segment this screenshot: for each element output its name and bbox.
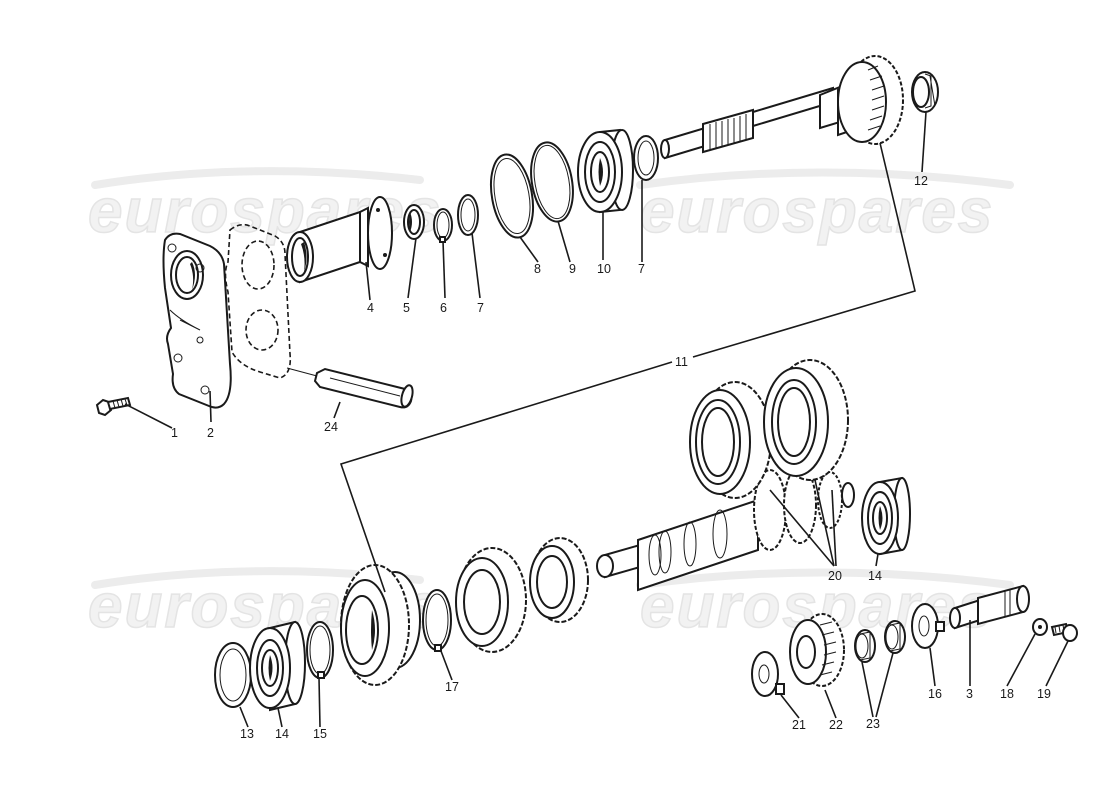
callout-18[interactable]: 18: [1000, 687, 1014, 701]
callout-20[interactable]: 20: [828, 569, 842, 583]
callout-12[interactable]: 12: [914, 174, 928, 188]
part-bearing-sleeve[interactable]: [286, 196, 393, 284]
callout-22[interactable]: 22: [829, 718, 843, 732]
callout-7b[interactable]: 7: [638, 262, 645, 276]
part-shim-washer-7b[interactable]: [633, 135, 659, 181]
svg-text:eurospares: eurospares: [88, 177, 442, 246]
part-shim-washer-7a[interactable]: [457, 194, 479, 236]
part-circlip-6[interactable]: [433, 208, 453, 243]
callout-3[interactable]: 3: [966, 687, 973, 701]
part-idler-shaft-3[interactable]: [949, 584, 1030, 630]
part-input-shaft[interactable]: [660, 55, 904, 160]
callout-7a[interactable]: 7: [477, 301, 484, 315]
part-shim-13[interactable]: [214, 642, 252, 708]
part-bolt[interactable]: [95, 396, 132, 417]
watermark-top-left: eurospares: [87, 167, 442, 247]
callout-8[interactable]: 8: [534, 262, 541, 276]
callout-labels: 1 2 24 4 5 6 7 8 9 10 7 12 11 20 14 13 1…: [171, 174, 1051, 741]
callout-15[interactable]: 15: [313, 727, 327, 741]
part-ball-bearing-10[interactable]: [577, 128, 634, 214]
part-washer-18[interactable]: [1032, 618, 1048, 636]
svg-text:eurospares: eurospares: [640, 177, 994, 246]
part-cover-plate[interactable]: [162, 232, 232, 409]
callout-9[interactable]: 9: [569, 262, 576, 276]
callout-2[interactable]: 2: [207, 426, 214, 440]
part-ball-bearing-14a[interactable]: [861, 476, 911, 556]
part-needle-bearings-23[interactable]: [854, 620, 906, 663]
callout-1[interactable]: 1: [171, 426, 178, 440]
part-screw-19[interactable]: [1050, 622, 1078, 642]
callout-23[interactable]: 23: [866, 717, 880, 731]
part-layshaft-cluster[interactable]: [596, 359, 855, 592]
watermark-top-right: eurospares: [636, 168, 1014, 247]
part-ball-bearing-14b[interactable]: [249, 620, 306, 712]
part-circlip-15[interactable]: [306, 621, 334, 679]
callout-16[interactable]: 16: [928, 687, 942, 701]
part-tab-washer-21[interactable]: [751, 651, 785, 697]
callout-4[interactable]: 4: [367, 301, 374, 315]
part-gear-bottom-left[interactable]: [340, 564, 421, 686]
part-circlip-17[interactable]: [422, 589, 452, 652]
part-thrust-washer-16[interactable]: [911, 603, 945, 649]
callout-5[interactable]: 5: [403, 301, 410, 315]
callout-19[interactable]: 19: [1037, 687, 1051, 701]
callout-21[interactable]: 21: [792, 718, 806, 732]
callout-14b[interactable]: 14: [275, 727, 289, 741]
callout-10[interactable]: 10: [597, 262, 611, 276]
callout-6[interactable]: 6: [440, 301, 447, 315]
part-gear-mid-right[interactable]: [529, 537, 589, 623]
part-idler-gear-22[interactable]: [789, 613, 845, 687]
leader-lines: [124, 111, 1069, 728]
callout-13[interactable]: 13: [240, 727, 254, 741]
part-gasket: [224, 223, 292, 379]
callout-17[interactable]: 17: [445, 680, 459, 694]
part-oil-seal[interactable]: [403, 204, 425, 240]
svg-text:eurospares: eurospares: [640, 572, 994, 641]
callout-24[interactable]: 24: [324, 420, 338, 434]
callout-14a[interactable]: 14: [868, 569, 882, 583]
part-gear-mid[interactable]: [455, 547, 527, 653]
part-sealant-tube[interactable]: [286, 367, 415, 409]
watermark-bottom-right: eurospares: [636, 568, 1014, 642]
part-needle-cage-12[interactable]: [911, 71, 939, 113]
part-ring-8[interactable]: [485, 151, 539, 241]
callout-11[interactable]: 11: [675, 355, 688, 369]
